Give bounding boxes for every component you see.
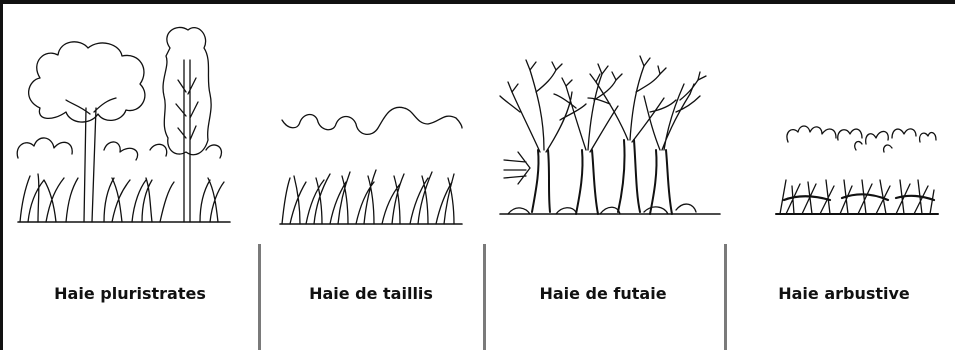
divider-3 [724, 244, 727, 350]
multi-layer-hedge-sketch [16, 26, 231, 223]
high-forest-hedge-sketch [499, 55, 721, 215]
divider-1 [258, 244, 261, 350]
label-haie-arbustive: Haie arbustive [778, 284, 910, 303]
label-haie-pluristrates: Haie pluristrates [54, 284, 206, 303]
label-haie-de-taillis: Haie de taillis [309, 284, 433, 303]
shrub-hedge-sketch [775, 125, 939, 215]
divider-2 [483, 244, 486, 350]
coppice-hedge-sketch [279, 106, 463, 225]
label-haie-de-futaie: Haie de futaie [539, 284, 667, 303]
